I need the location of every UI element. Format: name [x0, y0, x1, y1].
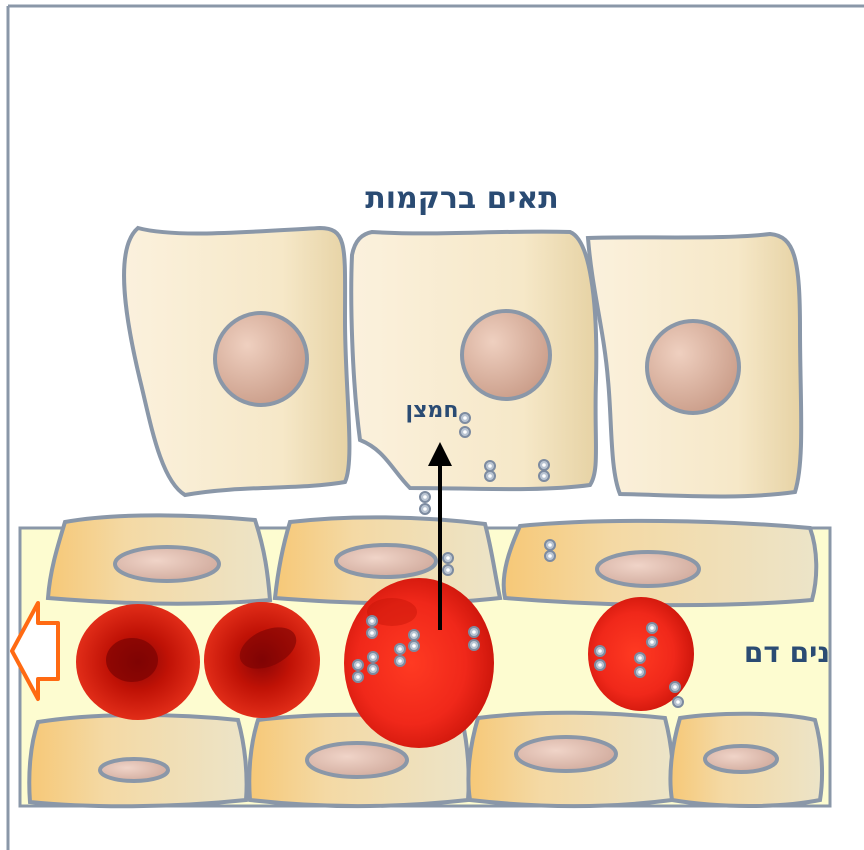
- endothelial-cell: [48, 515, 270, 603]
- endothelial-cell: [504, 521, 817, 605]
- tissue-cell-middle: [351, 232, 596, 490]
- red-blood-cell: [76, 604, 200, 720]
- nucleus: [215, 313, 307, 405]
- oxygen-label: חמצן: [406, 398, 459, 423]
- red-blood-cell-oxygenated: [344, 578, 494, 748]
- tissue-cell-right: [588, 234, 801, 496]
- nucleus: [462, 311, 550, 399]
- o2-molecule-icon: [420, 492, 430, 514]
- blood-vessel-label: נים דם: [744, 636, 830, 669]
- endothelial-cell: [29, 715, 246, 806]
- nucleus: [647, 321, 739, 413]
- endothelial-cell: [468, 713, 673, 806]
- tissue-cell-left: [124, 228, 349, 495]
- tissue-cells-label: תאים ברקמות: [365, 181, 558, 216]
- endothelial-cell: [670, 714, 822, 806]
